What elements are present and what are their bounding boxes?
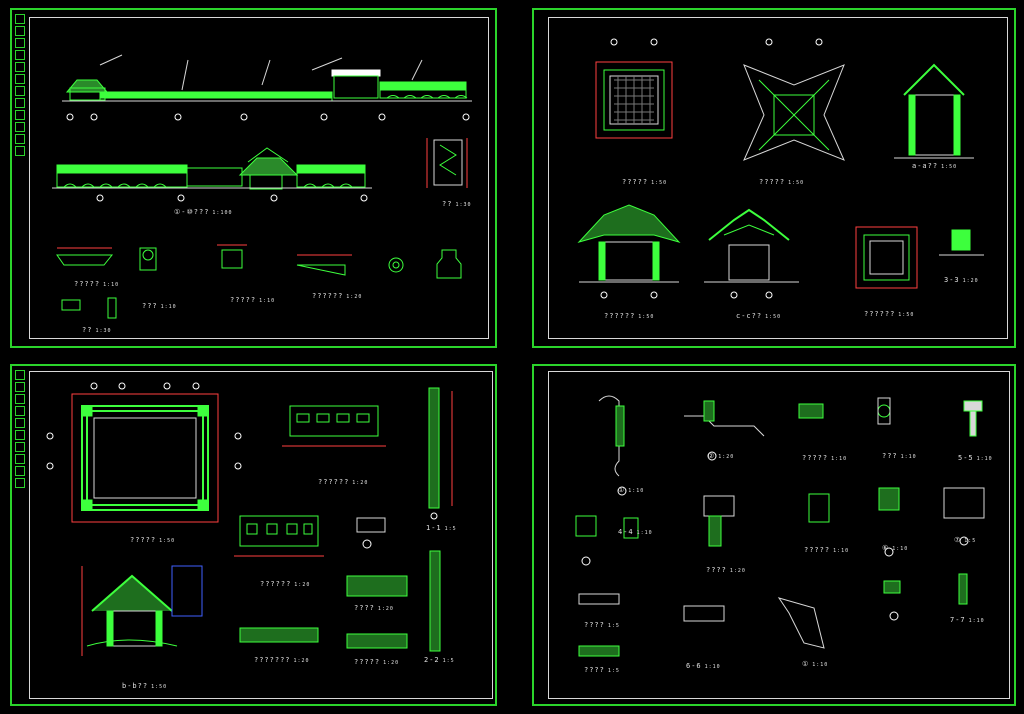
title-block-strip (15, 370, 25, 488)
sheet-border (29, 371, 493, 699)
sheet-border (548, 371, 1010, 699)
sheet-4-drawings (575, 395, 985, 657)
grid-bubbles-top (66, 113, 470, 121)
title-block-strip (15, 14, 25, 156)
roof-framing-plan (743, 64, 845, 161)
drawing-sheet-elevations[interactable]: ①-⑩???1:100 ??1:30 ?????1:10 ?????1:10 ?… (10, 8, 497, 348)
drawing-title: ????1:5 (584, 666, 620, 674)
grid-bubbles-bottom (96, 194, 368, 202)
pavilion-plan (595, 61, 673, 139)
drawing-title: ???????1:20 (254, 656, 310, 664)
drawing-title: ????1:20 (706, 566, 746, 574)
drawing-title: ?????1:50 (130, 536, 176, 544)
drawing-title: ?????1:10 (230, 296, 276, 304)
drawing-title: ????1:5 (584, 621, 620, 629)
drawing-title: ?????1:10 (802, 454, 848, 462)
dim-bubbles (600, 38, 823, 299)
drawing-title: ??????1:20 (260, 580, 311, 588)
corridor-elevation-top (62, 69, 472, 102)
drawing-title: ???1:10 (882, 452, 917, 460)
drawing-title: ?????1:20 (354, 658, 400, 666)
corridor-elevation-bottom (52, 147, 372, 190)
sheet-border (29, 17, 489, 339)
corridor-arches-top (106, 95, 468, 99)
sheet-3-drawings (46, 382, 453, 656)
drawing-title: a-a??1:50 (912, 162, 958, 170)
drawing-title: ??1:30 (442, 200, 472, 208)
seat-details (239, 517, 441, 652)
section-b (81, 565, 203, 656)
drawing-title: c-c??1:50 (736, 312, 782, 320)
drawing-title: ??????1:20 (318, 478, 369, 486)
grid-bubbles (46, 382, 242, 470)
wall-section-detail (426, 138, 468, 188)
drawing-title: ??????1:20 (312, 292, 363, 300)
pavilion-section-c (704, 208, 799, 283)
drawing-title: ??????1:50 (604, 312, 655, 320)
drawing-title: ?????1:50 (759, 178, 805, 186)
section-3-3 (939, 229, 984, 256)
drawing-title: ??1:30 (82, 326, 112, 334)
drawing-title: ①-⑩???1:100 (174, 208, 233, 216)
pavilion-elevation (577, 204, 681, 283)
drawing-title: ?????1:10 (74, 280, 120, 288)
detail-drawings (575, 395, 985, 657)
drawing-title: ??????1:50 (864, 310, 915, 318)
railing-elevation-2 (234, 515, 324, 557)
column-elevation (428, 387, 453, 520)
drawing-title: ?????1:10 (804, 546, 850, 554)
drawing-title: ????1:20 (354, 604, 394, 612)
drawing-title: ?????1:50 (622, 178, 668, 186)
column-plan (855, 226, 918, 289)
sheet-1-drawings (52, 54, 472, 319)
leader-lines-top (99, 54, 423, 91)
pavilion-section-a (894, 63, 974, 159)
floor-plan (71, 393, 219, 523)
railing-elevation-1 (282, 405, 386, 447)
circle-callouts (581, 536, 969, 621)
drawing-title: ???1:10 (142, 302, 177, 310)
sheet-2-drawings (577, 38, 984, 299)
sheet-border (548, 17, 1008, 339)
drawing-sheet-pavilion[interactable]: ?????1:50 ?????1:50 a-a??1:50 ??????1:50… (532, 8, 1016, 348)
drawing-title: b-b??1:50 (122, 682, 168, 690)
detail-row-1 (56, 244, 462, 319)
